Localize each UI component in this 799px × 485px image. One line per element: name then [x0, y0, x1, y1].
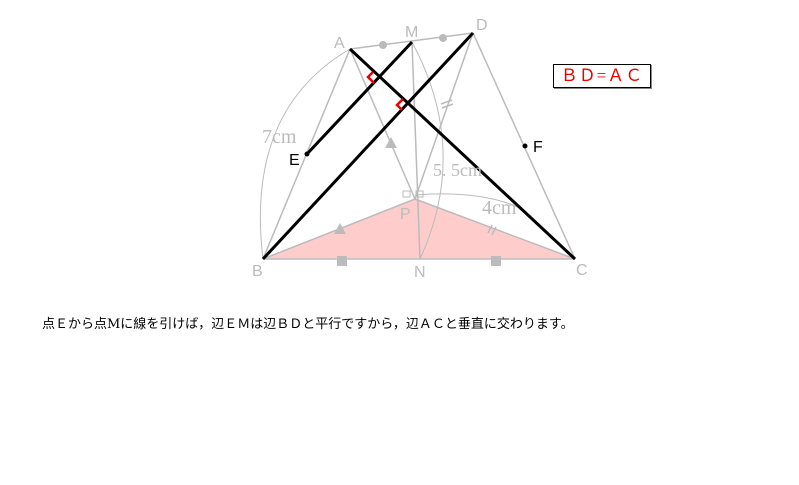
right-angle-mark — [415, 190, 424, 198]
length-5-5cm: 5. 5cm — [433, 160, 482, 180]
length-4cm: 4cm — [482, 197, 517, 219]
perpendicular-marks — [366, 71, 404, 111]
label-n: N — [414, 264, 426, 281]
label-b: B — [252, 263, 263, 280]
equation-box: ＢＤ=ＡＣ — [553, 64, 651, 88]
length-7cm: 7cm — [262, 126, 297, 148]
point-f-dot — [522, 143, 528, 149]
label-e: E — [289, 152, 300, 169]
black-lines — [261, 31, 577, 261]
explanation-text: 点Ｅから点Mに線を引けば，辺ＥＭは辺ＢＤと平行ですから，辺ＡＣと垂直に交わります… — [42, 317, 574, 332]
label-m: M — [405, 24, 418, 41]
label-p: P — [400, 206, 411, 223]
label-c: C — [576, 262, 588, 279]
equal-markers — [334, 34, 501, 266]
gray-lines — [259, 32, 576, 260]
label-a: A — [334, 35, 345, 52]
label-f: F — [533, 139, 543, 156]
label-d: D — [476, 17, 488, 34]
right-angle-mark — [402, 190, 411, 198]
point-e-dot — [304, 151, 310, 157]
